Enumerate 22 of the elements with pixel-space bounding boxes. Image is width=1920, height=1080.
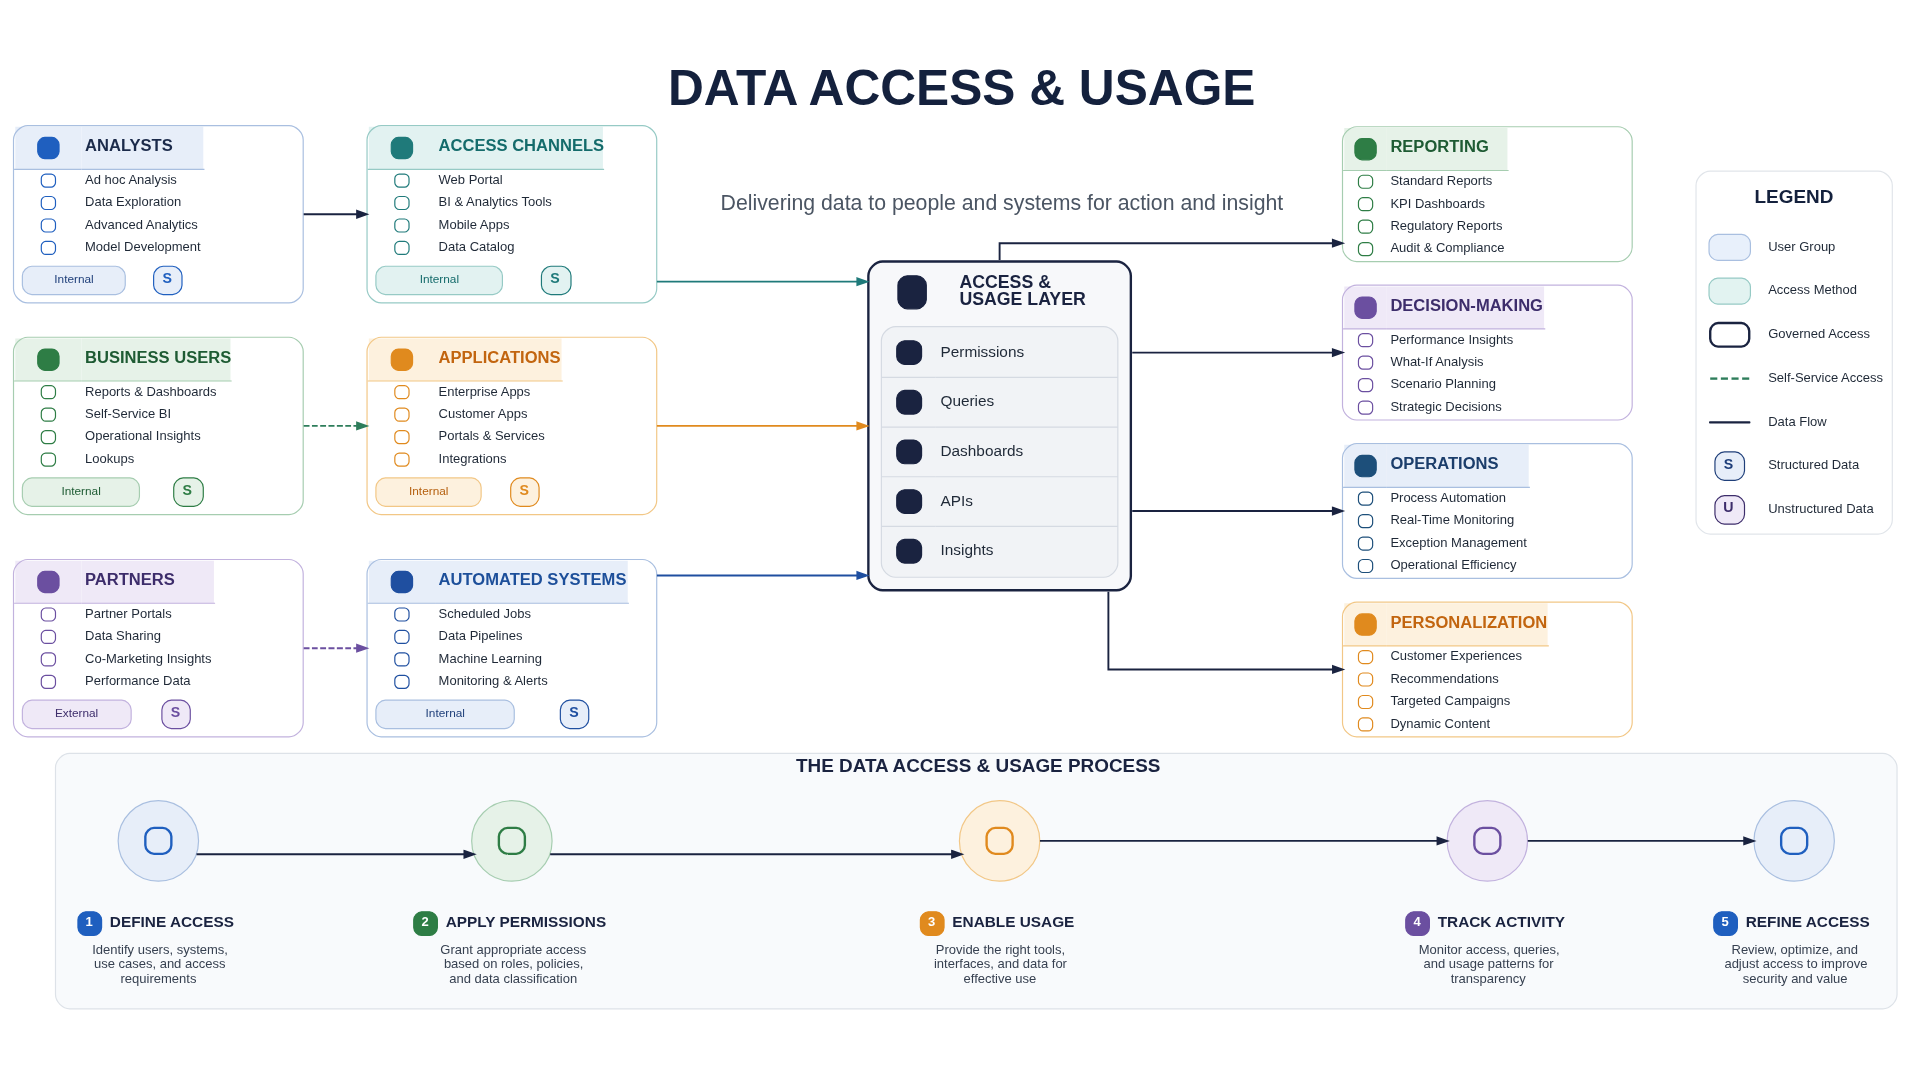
- legend-label: Access Method: [1768, 282, 1858, 298]
- label: S: [1723, 455, 1734, 472]
- node-label: DEFINE ACCESS: [109, 912, 234, 930]
- legend-label: Data Flow: [1768, 413, 1827, 429]
- node-label: APPLY PERMISSIONS: [445, 912, 607, 930]
- node-label: TRACK ACTIVITY: [1437, 912, 1566, 930]
- label: Delivering data to people and systems for action and insight: [720, 191, 1284, 215]
- node-label: Provide the right tools, interfaces, and data for effective use: [933, 942, 1067, 986]
- label: U: [1723, 499, 1734, 516]
- legend-label: User Group: [1768, 238, 1836, 254]
- label: LEGEND: [1754, 186, 1834, 208]
- node-label: Identify users, systems, use cases, and access requirements: [92, 942, 228, 986]
- legend-label: Unstructured Data: [1768, 501, 1874, 517]
- node-label: REFINE ACCESS: [1745, 912, 1870, 930]
- node-label: ENABLE USAGE: [952, 912, 1075, 930]
- legend-label: Structured Data: [1768, 457, 1860, 473]
- legend-label: Governed Access: [1768, 326, 1871, 342]
- node-label: Review, optimize, and adjust access to improve security and value: [1724, 942, 1868, 986]
- legend-label: Self-Service Access: [1768, 369, 1884, 385]
- node-label: Monitor access, queries, and usage patterns for transparency: [1418, 942, 1560, 986]
- diagram-title: DATA ACCESS & USAGE: [667, 60, 1256, 116]
- node-label: Grant appropriate access based on roles, policies, and data classification: [440, 942, 587, 986]
